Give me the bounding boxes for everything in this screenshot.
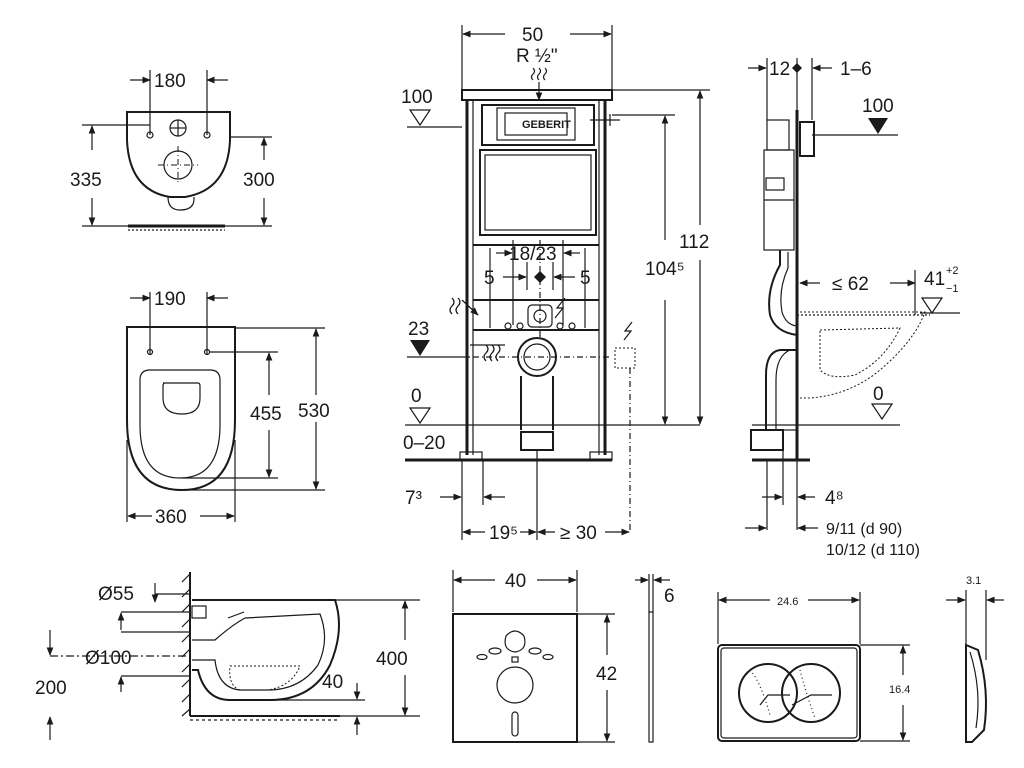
level-23: 23 bbox=[408, 319, 429, 340]
level-0-frame: 0 bbox=[411, 386, 422, 407]
dim-ge-30: ≥ 30 bbox=[560, 523, 597, 544]
dim-530: 530 bbox=[298, 401, 330, 422]
dim-455: 455 bbox=[250, 404, 282, 425]
bowl-top-view: 180 335 300 bbox=[70, 70, 275, 231]
installation-frame: 50 R ½" GEBERIT 18/23 5 bbox=[401, 25, 710, 544]
dim-190: 190 bbox=[154, 289, 186, 310]
dim-19-5: 19⁵ bbox=[489, 523, 518, 544]
dim-40-section: 40 bbox=[322, 672, 343, 693]
dim-41: 41 bbox=[924, 269, 945, 290]
dim-4-8: 4⁸ bbox=[825, 488, 844, 509]
dim-400: 400 bbox=[376, 649, 408, 670]
level-100-frame: 100 bbox=[401, 87, 433, 108]
dim-180: 180 bbox=[154, 71, 186, 92]
side-view: 12 1–6 100 ≤ 62 41 +2 −1 0 bbox=[745, 58, 960, 559]
dim-3-1: 3.1 bbox=[966, 575, 981, 587]
dim-41-sup: +2 bbox=[946, 265, 959, 277]
dim-104-5: 104⁵ bbox=[645, 259, 685, 280]
dim-335: 335 bbox=[70, 170, 102, 191]
inlet-r12: R ½" bbox=[516, 46, 558, 67]
dim-18-23: 18/23 bbox=[509, 244, 557, 265]
dim-dia100: Ø100 bbox=[85, 648, 131, 669]
dim-7-3: 7³ bbox=[405, 488, 422, 509]
dim-24-6: 24.6 bbox=[777, 596, 798, 608]
dim-200: 200 bbox=[35, 678, 67, 699]
dim-5-right: 5 bbox=[580, 268, 591, 289]
dim-le-62: ≤ 62 bbox=[832, 274, 869, 295]
dim-360: 360 bbox=[155, 507, 187, 528]
dim-40-gasket: 40 bbox=[505, 571, 526, 592]
bowl-plan-view: 190 455 530 360 bbox=[126, 289, 330, 528]
dim-16-4: 16.4 bbox=[889, 684, 910, 696]
level-0-side: 0 bbox=[873, 384, 884, 405]
gasket-view: 40 42 6 bbox=[452, 570, 675, 743]
dim-6: 6 bbox=[664, 586, 675, 607]
dim-112: 112 bbox=[679, 232, 709, 253]
svg-text:GEBERIT: GEBERIT bbox=[522, 119, 571, 131]
dim-1-6: 1–6 bbox=[840, 59, 872, 80]
bowl-section-view: Ø55 Ø100 200 400 40 bbox=[35, 572, 420, 740]
level-100-side: 100 bbox=[862, 96, 894, 117]
dim-5-left: 5 bbox=[484, 268, 495, 289]
dim-9-11: 9/11 (d 90) bbox=[826, 521, 902, 538]
dim-41-sub: −1 bbox=[946, 283, 959, 295]
dim-12: 12 bbox=[769, 59, 790, 80]
dim-dia55: Ø55 bbox=[98, 584, 134, 605]
dim-10-12: 10/12 (d 110) bbox=[826, 542, 920, 559]
flush-plate-view: 24.6 16.4 3.1 bbox=[717, 575, 1004, 743]
dim-50: 50 bbox=[522, 25, 543, 46]
level-0-20: 0–20 bbox=[403, 433, 445, 454]
dim-300: 300 bbox=[243, 170, 275, 191]
dim-42: 42 bbox=[596, 664, 617, 685]
